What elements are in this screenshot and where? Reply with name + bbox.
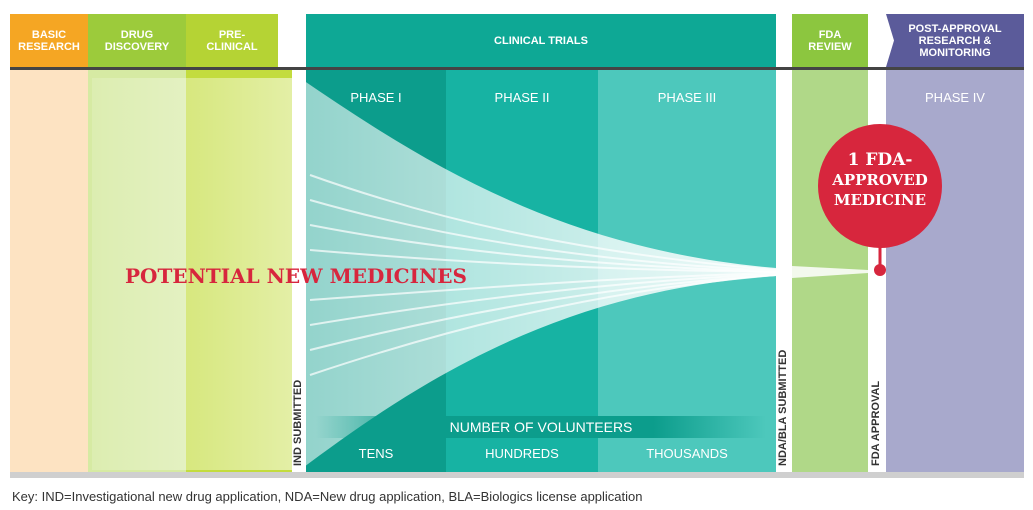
header-clinical-trials: CLINICAL TRIALS [306,14,776,67]
volunteers-thousands: THOUSANDS [646,446,728,461]
header-divider-line [10,67,1024,71]
header-clinical-trials-label: CLINICAL TRIALS [494,34,588,47]
bottom-strip [10,472,1024,478]
header-fda-review-label: FDA REVIEW [808,28,852,53]
phase2-label: PHASE II [494,90,550,105]
approved-line1: 1 FDA- [847,150,913,170]
funnel-tail [792,266,868,278]
header-drug-discovery-label: DRUG DISCOVERY [104,28,170,53]
header-basic-research-label: BASIC RESEARCH [18,28,80,53]
volunteers-tens: TENS [358,446,394,461]
header-post-approval-label: POST-APPROVAL RESEARCH & MONITORING [908,22,1002,59]
column-nda-gap [776,70,792,472]
approved-medicine-circle [818,124,942,248]
header-fda-review: FDA REVIEW [792,14,868,67]
fda-approval-label: FDA APPROVAL [870,380,882,466]
volunteers-band [316,416,766,438]
ind-submitted-label: IND SUBMITTED [292,379,304,466]
phase1-label: PHASE I [350,90,402,105]
funnel-streaks [309,174,777,376]
potential-new-medicines-label: POTENTIAL NEW MEDICINES [125,264,467,288]
header-basic-research: BASIC RESEARCH [10,14,88,67]
header-post-approval: POST-APPROVAL RESEARCH & MONITORING [886,14,1024,67]
phase4-label: PHASE IV [925,90,985,105]
approved-medicine-text: 1 FDA- APPROVED MEDICINE [818,150,942,210]
header-preclinical: PRE- CLINICAL [186,14,278,67]
key-text: Key: IND=Investigational new drug applic… [12,489,643,504]
nda-bla-submitted-label: NDA/BLA SUBMITTED [777,349,789,466]
approved-line3: MEDICINE [833,191,927,209]
header-preclinical-label: PRE- CLINICAL [206,28,258,53]
header-drug-discovery: DRUG DISCOVERY [88,14,186,67]
volunteers-title: NUMBER OF VOLUNTEERS [449,419,633,435]
column-basic-research [10,70,88,472]
funnel-shape [92,78,776,470]
approved-line2: APPROVED [832,171,928,189]
phase3-label: PHASE III [657,90,717,105]
approval-connector-dot [874,264,886,276]
volunteers-hundreds: HUNDREDS [485,446,559,461]
